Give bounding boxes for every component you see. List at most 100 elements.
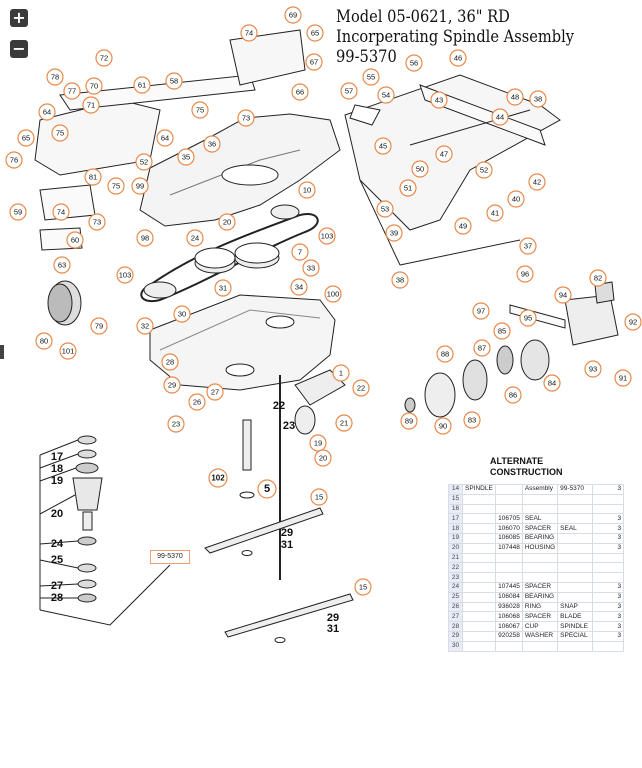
callout-number: 87 [478, 344, 486, 353]
callout-number: 91 [619, 374, 627, 383]
table-cell [494, 572, 523, 583]
label-number: 5 [264, 483, 270, 495]
callout-number: 66 [296, 88, 304, 97]
label-22: 22 [273, 400, 285, 412]
label-number: 20 [51, 508, 63, 520]
table-cell: 106084 [494, 591, 523, 603]
callout-87: 87 [473, 339, 491, 357]
callout-number: 65 [22, 134, 30, 143]
label-number: 31 [281, 539, 293, 551]
callout-number: 67 [310, 58, 318, 67]
callout-49: 49 [454, 217, 472, 235]
callout-48: 48 [506, 88, 524, 106]
table-cell [462, 591, 496, 603]
table-cell: 106705 [494, 513, 523, 525]
table-cell: 26 [448, 601, 463, 613]
callout-number: 52 [480, 166, 488, 175]
zoom-out-button[interactable]: − [10, 40, 28, 58]
table-cell [592, 562, 625, 574]
callout-number: 20 [223, 218, 231, 227]
callout-78: 78 [46, 68, 64, 86]
table-cell: HOUSING [521, 542, 559, 554]
callout-number: 38 [396, 276, 404, 285]
callout-number: 93 [589, 365, 597, 374]
callout-number: 10 [303, 186, 311, 195]
callout-93: 93 [584, 360, 602, 378]
table-cell: BEARING [521, 591, 559, 603]
callout-69: 69 [284, 6, 302, 24]
label-29: 29 [281, 527, 293, 539]
table-cell: 3 [592, 532, 625, 544]
label-number: 24 [51, 538, 64, 550]
callout-40: 40 [507, 190, 525, 208]
callout-number: 27 [211, 388, 219, 397]
label-number: 17 [51, 451, 63, 463]
label-25: 25 [51, 554, 63, 566]
table-cell: 23 [448, 572, 463, 583]
table-cell [557, 552, 594, 564]
zoom-in-button[interactable]: + [10, 9, 28, 27]
callout-95: 95 [519, 309, 537, 327]
callout-23: 23 [167, 415, 185, 433]
callout-97: 97 [472, 302, 490, 320]
callout-number: 92 [629, 318, 637, 327]
label-number: 29 [281, 527, 293, 539]
table-cell [557, 562, 594, 574]
callout-number: 72 [100, 54, 108, 63]
table-cell: SPECIAL [557, 630, 594, 642]
callout-number: 51 [404, 184, 412, 193]
callout-number: 23 [172, 420, 180, 429]
blade-upper [204, 507, 324, 554]
label-31: 31 [327, 623, 339, 635]
callout-number: 29 [168, 381, 176, 390]
table-cell [557, 640, 594, 652]
table-cell: 936028 [494, 601, 523, 613]
callout-number: 80 [40, 337, 48, 346]
table-cell [557, 591, 594, 603]
callout-52: 52 [475, 161, 493, 179]
callout-number: 41 [491, 209, 499, 218]
callout-70: 70 [85, 77, 103, 95]
table-cell: 24 [448, 581, 463, 593]
callout-number: 97 [477, 307, 485, 316]
callout-42: 42 [528, 173, 546, 191]
table-cell: 107448 [494, 542, 523, 554]
table-cell: SPINDLE [462, 484, 496, 495]
table-cell: 17 [448, 513, 463, 525]
label-28: 28 [51, 592, 63, 604]
table-cell [521, 562, 559, 574]
callout-number: 56 [410, 59, 418, 68]
callout-37: 37 [519, 237, 537, 255]
callout-number: 103 [321, 232, 334, 241]
callout-33: 33 [302, 259, 320, 277]
callout-57: 57 [340, 82, 358, 100]
table-cell [462, 552, 496, 564]
table-cell [557, 503, 594, 515]
table-row: 16 [448, 503, 625, 515]
table-cell: 3 [592, 601, 625, 613]
table-cell [462, 630, 496, 642]
side-panel-handle[interactable] [0, 345, 4, 359]
callout-89: 89 [400, 412, 418, 430]
assembly-tag: 99-5370 [150, 550, 190, 564]
callout-number: 88 [441, 350, 449, 359]
callout-19: 19 [309, 434, 327, 452]
callout-83: 83 [463, 411, 481, 429]
callout-number: 45 [379, 142, 387, 151]
callout-number: 30 [178, 310, 186, 319]
callout-number: 36 [208, 140, 216, 149]
table-cell [592, 552, 625, 564]
table-cell: SPINDLE [557, 621, 594, 632]
callout-number: 63 [58, 261, 66, 270]
callout-number: 50 [416, 165, 424, 174]
callout-77: 77 [63, 82, 81, 100]
callout-number: 103 [119, 271, 132, 280]
